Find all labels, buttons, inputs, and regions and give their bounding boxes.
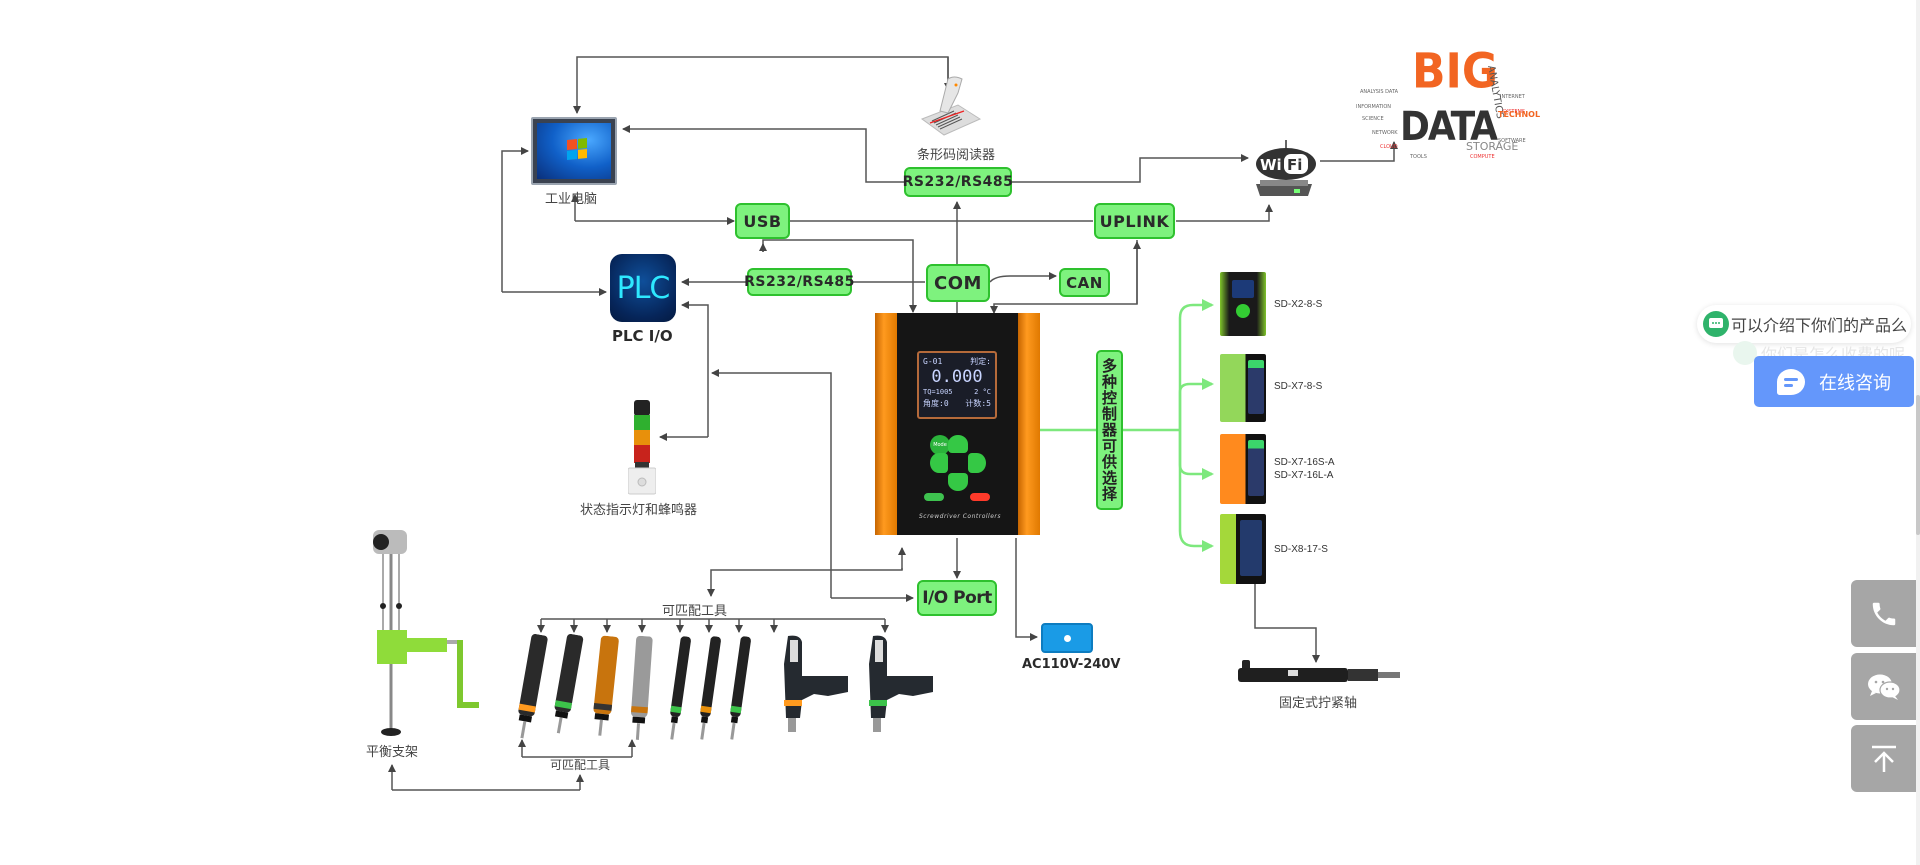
svg-text:STORAGE: STORAGE bbox=[1466, 140, 1518, 153]
screwdriver-tool-image bbox=[784, 635, 848, 732]
svg-text:ANALYSIS DATA: ANALYSIS DATA bbox=[1360, 89, 1399, 95]
svg-text:Fi: Fi bbox=[1287, 156, 1302, 174]
chat-suggestion-text: 可以介绍下你们的产品么 bbox=[1731, 316, 1908, 335]
line-uplink-wifi bbox=[1176, 204, 1273, 222]
industrial-pc-label: 工业电脑 bbox=[545, 192, 598, 207]
chat-suggestion-bubble[interactable]: 可以介绍下你们的产品么 bbox=[1697, 305, 1911, 343]
controller-brand: Screwdriver Controllers bbox=[918, 513, 1001, 520]
power-supply-icon bbox=[1041, 623, 1093, 653]
screwdriver-tool-image bbox=[593, 635, 619, 736]
controller-model-name-4: SD-X8-17-S bbox=[1274, 544, 1328, 555]
controller-model-image-4 bbox=[1220, 514, 1266, 584]
plc-label: PLC I/O bbox=[612, 327, 673, 345]
svg-text:Wi: Wi bbox=[1260, 156, 1282, 174]
controller-model-name-1: SD-X2-8-S bbox=[1274, 299, 1323, 310]
wifi-router-image: Wi Fi bbox=[1256, 140, 1316, 196]
barcode-reader-label: 条形码阅读器 bbox=[917, 148, 996, 163]
tools-bottom-label: 可匹配工具 bbox=[550, 758, 611, 772]
power-label: AC110V-240V bbox=[1022, 657, 1121, 672]
svg-text:NETWORK: NETWORK bbox=[1372, 130, 1398, 136]
svg-text:INFORMATION: INFORMATION bbox=[1356, 104, 1391, 110]
controller-options-label: 多种控制器可供选择 bbox=[1096, 350, 1123, 510]
line-rs232-ipc bbox=[622, 125, 904, 183]
svg-text:CLOUD: CLOUD bbox=[1380, 144, 1398, 150]
wechat-icon bbox=[1868, 674, 1901, 700]
industrial-pc-image bbox=[531, 117, 617, 185]
line-ipc-plc bbox=[501, 147, 529, 292]
controller-model-image-1 bbox=[1220, 272, 1266, 336]
chat-message-icon-faded bbox=[1733, 341, 1757, 365]
balance-arm-image bbox=[373, 530, 479, 736]
windows-logo-icon bbox=[567, 137, 587, 161]
svg-text:COMPUTE: COMPUTE bbox=[1470, 154, 1495, 160]
line-x8-spindle bbox=[1254, 582, 1320, 663]
svg-text:INTERNET: INTERNET bbox=[1500, 94, 1526, 100]
tower-light-image bbox=[628, 400, 656, 495]
svg-text:SCIENCE: SCIENCE bbox=[1362, 116, 1384, 122]
chat-bubble-icon bbox=[1777, 368, 1805, 395]
controller-model-image-3 bbox=[1220, 434, 1266, 504]
line-io-plc bbox=[711, 369, 832, 598]
phone-button[interactable] bbox=[1851, 580, 1917, 647]
online-consult-label: 在线咨询 bbox=[1819, 372, 1891, 394]
back-to-top-button[interactable] bbox=[1851, 725, 1917, 792]
controller-model-image-2 bbox=[1220, 354, 1266, 422]
plc-logo-text: PLC bbox=[616, 270, 671, 306]
scrollbar-thumb[interactable] bbox=[1916, 395, 1920, 535]
line-rs232-wifi bbox=[1012, 154, 1249, 183]
rs232-rs485-left-box: RS232/RS485 bbox=[744, 268, 854, 296]
barcode-reader-image bbox=[920, 76, 982, 136]
screwdriver-tool-image bbox=[730, 636, 751, 740]
uplink-box: UPLINK bbox=[1094, 203, 1175, 239]
return-key bbox=[924, 493, 944, 501]
onoff-key bbox=[970, 493, 990, 501]
usb-box: USB bbox=[735, 203, 790, 239]
balance-arm-label: 平衡支架 bbox=[366, 745, 419, 760]
io-port-box: I/O Port bbox=[917, 580, 997, 616]
fixed-spindle-image bbox=[1238, 660, 1400, 682]
line-wifi-bigdata bbox=[1320, 141, 1398, 162]
screwdriver-tool-image bbox=[631, 635, 653, 740]
rs232-rs485-top-box: RS232/RS485 bbox=[903, 167, 1013, 197]
page-scrollbar[interactable] bbox=[1916, 0, 1920, 865]
svg-text:SYSTEMS: SYSTEMS bbox=[1502, 109, 1525, 115]
big-text: BIG bbox=[1412, 43, 1498, 100]
svg-text:SOFTWARE: SOFTWARE bbox=[1498, 138, 1526, 144]
online-consult-button[interactable]: 在线咨询 bbox=[1754, 356, 1914, 407]
com-box: COM bbox=[926, 264, 990, 302]
line-com-can bbox=[989, 272, 1057, 283]
screwdriver-tool-image bbox=[700, 636, 721, 740]
svg-text:TOOLS: TOOLS bbox=[1409, 154, 1427, 160]
svg-text:TECHNOLOGIES: TECHNOLOGIES bbox=[1498, 110, 1540, 119]
fixed-spindle-label: 固定式拧紧轴 bbox=[1279, 696, 1358, 711]
line-ctrl-tools bbox=[707, 568, 903, 597]
line-barcode-ipc-top bbox=[573, 56, 949, 114]
chat-message-icon bbox=[1703, 311, 1729, 337]
line-ctrl-power bbox=[1015, 538, 1038, 641]
controller-dpad: Mode bbox=[930, 435, 986, 491]
screwdriver-tool-image bbox=[869, 635, 933, 732]
plc-image: PLC bbox=[610, 254, 676, 322]
phone-icon bbox=[1872, 602, 1896, 625]
line-plc-tower bbox=[681, 301, 709, 437]
tools-top-label: 可匹配工具 bbox=[662, 604, 728, 619]
data-text: DATA bbox=[1400, 104, 1498, 150]
screwdriver-tool-image bbox=[670, 636, 691, 740]
screwdriver-tool-image bbox=[518, 633, 548, 739]
back-to-top-icon bbox=[1872, 745, 1896, 772]
controller-model-name-2: SD-X7-8-S bbox=[1274, 381, 1323, 392]
tower-light-label: 状态指示灯和蜂鸣器 bbox=[580, 503, 698, 518]
wechat-button[interactable] bbox=[1851, 653, 1917, 720]
can-box: CAN bbox=[1059, 268, 1110, 297]
screwdriver-tool-image bbox=[554, 633, 584, 734]
